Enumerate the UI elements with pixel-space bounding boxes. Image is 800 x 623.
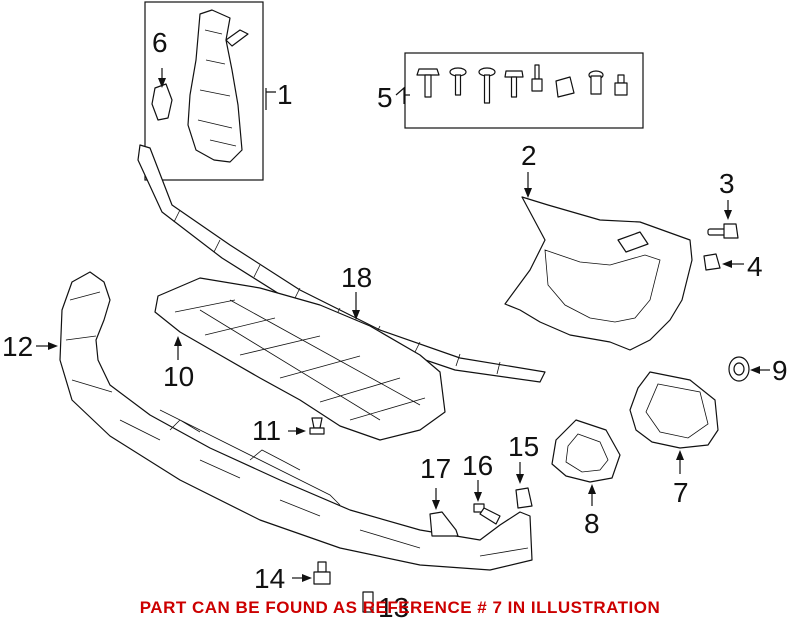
part-2-bracket xyxy=(504,196,693,351)
part-12-bumper xyxy=(59,271,533,571)
callout-16: 16 xyxy=(462,450,493,481)
part-5-fasteners xyxy=(416,64,628,104)
part-3-screw xyxy=(707,223,739,239)
part-1-bracket xyxy=(187,9,243,163)
part-11-screw xyxy=(309,417,325,435)
callout-10: 10 xyxy=(163,361,194,392)
part-17-bracket xyxy=(429,511,459,537)
callout-9: 9 xyxy=(772,355,788,386)
callout-11: 11 xyxy=(252,415,281,446)
part-5-box xyxy=(404,52,644,129)
callout-7: 7 xyxy=(673,477,689,508)
callout-2: 2 xyxy=(521,140,537,171)
callout-14: 14 xyxy=(254,563,285,594)
callout-3: 3 xyxy=(719,168,735,199)
part-6-cap xyxy=(151,83,173,121)
part-4-clip xyxy=(703,253,721,271)
part-16-screw xyxy=(473,503,501,525)
part-9-grommet xyxy=(728,356,750,382)
callout-18: 18 xyxy=(341,262,372,293)
part-1-box xyxy=(144,1,264,181)
part-18-strip xyxy=(137,144,546,383)
callout-5: 5 xyxy=(377,82,393,113)
callout-8: 8 xyxy=(584,508,600,539)
callout-4: 4 xyxy=(747,251,763,282)
leaders xyxy=(36,68,770,582)
callout-17: 17 xyxy=(420,453,451,484)
reference-notice: PART CAN BE FOUND AS REFERENCE # 7 IN IL… xyxy=(140,598,661,617)
part-15-cap xyxy=(515,487,533,509)
callout-12: 12 xyxy=(2,331,33,362)
callout-15: 15 xyxy=(508,431,539,462)
part-10-shield xyxy=(154,277,446,441)
callout-13: 13 xyxy=(378,592,409,623)
callout-6: 6 xyxy=(152,27,168,58)
part-13-screw xyxy=(362,591,374,613)
part-14-screw xyxy=(313,561,331,585)
part-8-trim xyxy=(551,419,621,483)
callout-1: 1 xyxy=(277,79,293,110)
